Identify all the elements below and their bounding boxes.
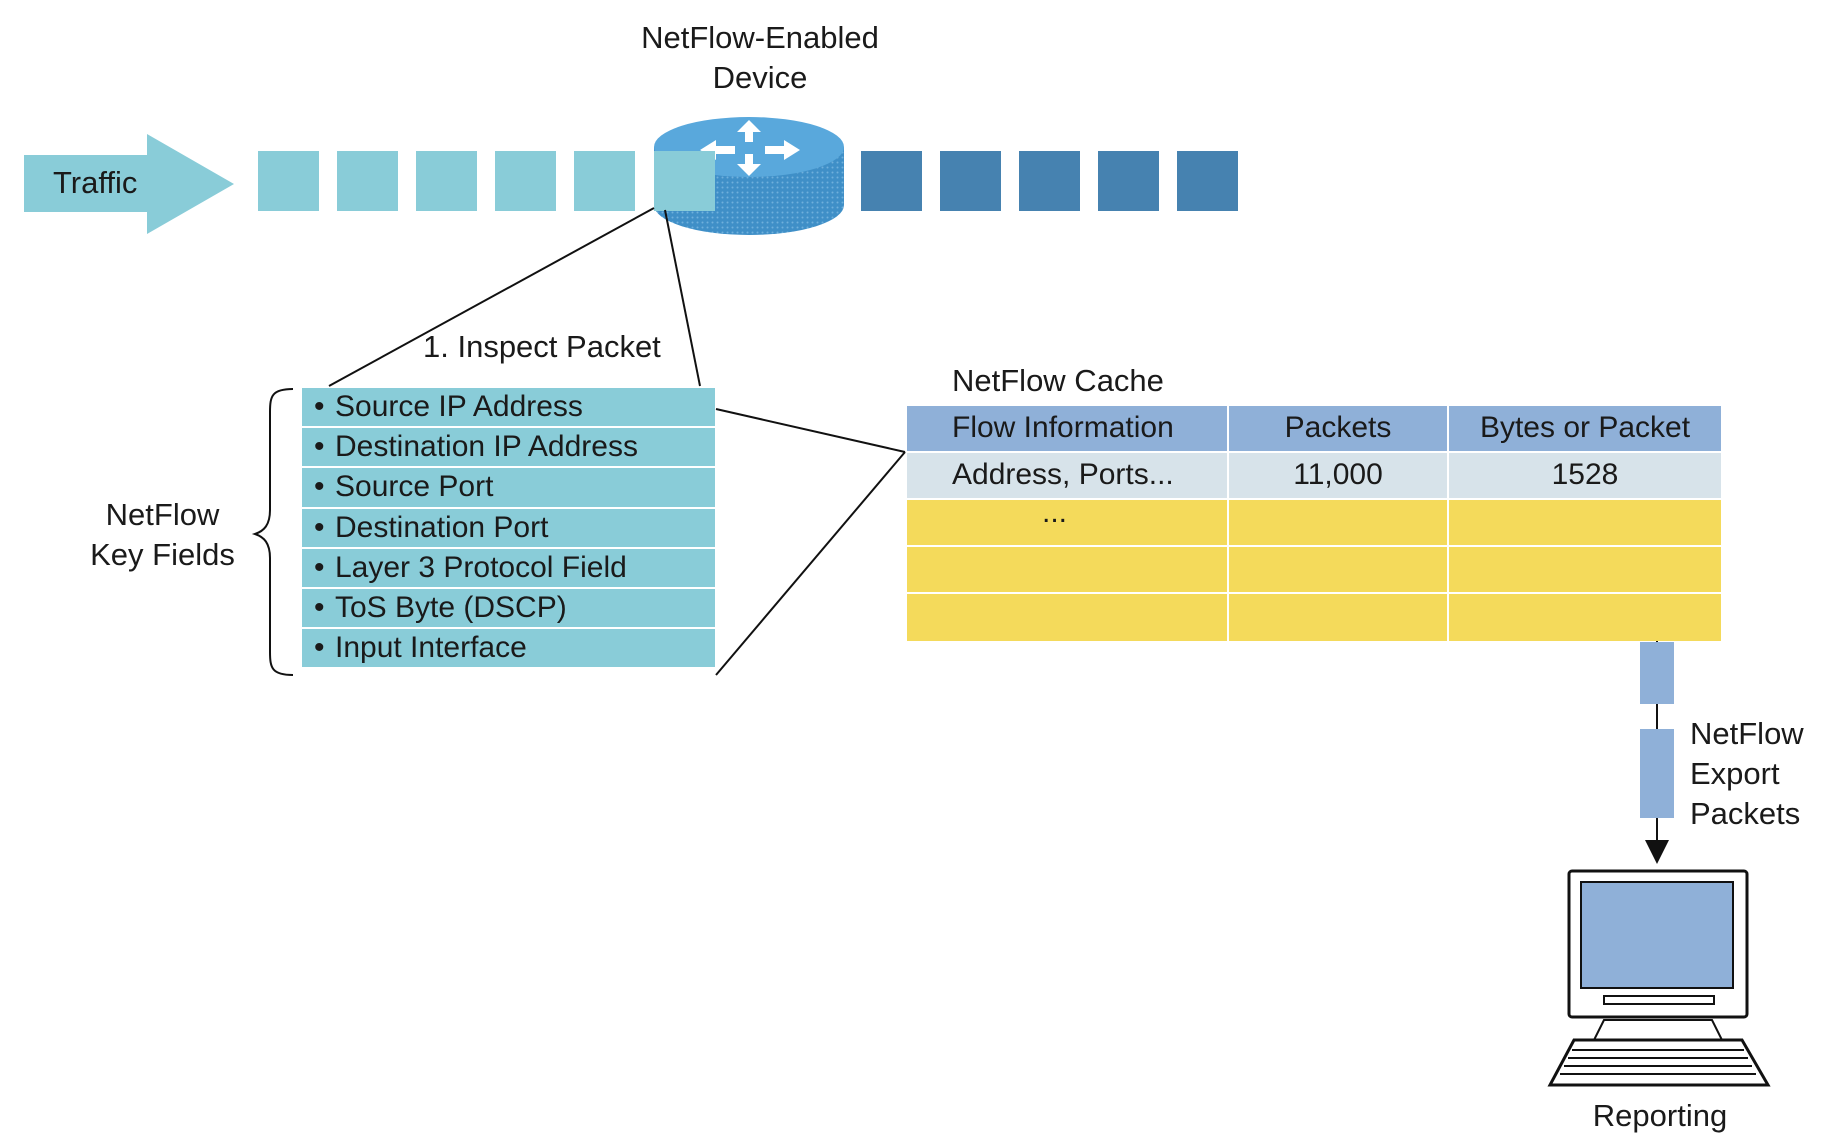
cache-cell	[1449, 594, 1721, 641]
cache-cell	[907, 547, 1229, 594]
incoming-packet	[258, 151, 319, 211]
incoming-packet	[495, 151, 556, 211]
key-field-item: • Destination Port	[302, 508, 715, 547]
bullet: •	[314, 430, 325, 464]
key-field-item: • ToS Byte (DSCP)	[302, 588, 715, 628]
outgoing-packet	[1019, 151, 1080, 211]
incoming-packet	[574, 151, 635, 211]
key-fields-label: NetFlow Key Fields	[80, 495, 245, 575]
key-fields-brace	[251, 388, 294, 676]
bullet: •	[314, 550, 325, 584]
cache-cell	[907, 594, 1229, 641]
cache-empty-row	[907, 594, 1721, 641]
key-fields-label-line1: NetFlow	[105, 497, 220, 532]
key-field-item: • Source IP Address	[302, 388, 715, 427]
traffic-label: Traffic	[53, 165, 138, 200]
cache-ellipsis: ...	[907, 498, 1229, 547]
outgoing-packet	[1177, 151, 1238, 211]
zoom-line	[715, 451, 906, 676]
zoom-line	[328, 207, 655, 387]
cache-cell	[1229, 547, 1449, 594]
inspect-label: 1. Inspect Packet	[423, 329, 661, 364]
inspected-packet	[654, 151, 715, 211]
cache-header-cell: Packets	[1229, 406, 1449, 453]
cache-cell	[1449, 500, 1721, 547]
export-packet	[1640, 729, 1674, 818]
cache-cell	[1449, 547, 1721, 594]
device-label-line1: NetFlow-Enabled	[641, 20, 879, 55]
cache-cell	[1229, 500, 1449, 547]
cache-empty-row: ...	[907, 498, 1721, 547]
computer-icon	[1547, 869, 1771, 1087]
key-field-label: Destination Port	[335, 510, 549, 544]
device-label: NetFlow-Enabled Device	[600, 18, 920, 98]
key-field-item: • Layer 3 Protocol Field	[302, 548, 715, 587]
bullet: •	[314, 510, 325, 544]
reporting-label: Reporting	[1592, 1098, 1728, 1133]
key-field-label: Destination IP Address	[335, 430, 638, 464]
traffic-arrow	[24, 134, 234, 234]
export-label-line2: Export	[1690, 756, 1780, 791]
cache-empty-row	[907, 547, 1721, 594]
cache-cell	[1229, 594, 1449, 641]
key-fields-list: • Source IP Address • Destination IP Addre…	[302, 388, 715, 669]
outgoing-packet	[1098, 151, 1159, 211]
zoom-line	[664, 209, 701, 387]
cache-cell: 1528	[1449, 453, 1721, 500]
key-field-item: • Source Port	[302, 468, 715, 507]
key-field-label: Source IP Address	[335, 390, 583, 423]
export-label-line1: NetFlow	[1690, 716, 1804, 751]
key-field-item: • Input Interface	[302, 629, 715, 668]
device-label-line2: Device	[712, 60, 808, 95]
bullet: •	[314, 390, 325, 423]
cache-title: NetFlow Cache	[952, 363, 1164, 398]
cache-cell: 11,000	[1229, 453, 1449, 500]
incoming-packet	[337, 151, 398, 211]
outgoing-packet	[940, 151, 1001, 211]
key-field-label: Layer 3 Protocol Field	[335, 550, 627, 584]
zoom-line	[715, 408, 906, 453]
key-field-label: Source Port	[335, 470, 494, 504]
cache-cell: Address, Ports...	[907, 453, 1229, 500]
cache-header-row: Flow Information Packets Bytes or Packet	[907, 406, 1721, 453]
netflow-cache-table: Flow Information Packets Bytes or Packet…	[907, 406, 1721, 641]
incoming-packets	[258, 151, 635, 211]
cache-header-cell: Flow Information	[907, 406, 1229, 453]
key-field-label: Input Interface	[335, 631, 527, 665]
export-label: NetFlow Export Packets	[1690, 714, 1804, 834]
export-label-line3: Packets	[1690, 796, 1801, 831]
outgoing-packet	[861, 151, 922, 211]
bullet: •	[314, 470, 325, 504]
incoming-packet	[416, 151, 477, 211]
cache-data-row: Address, Ports... 11,000 1528	[907, 453, 1721, 500]
key-field-label: ToS Byte (DSCP)	[335, 590, 567, 624]
export-packet	[1640, 642, 1674, 704]
key-field-item: • Destination IP Address	[302, 428, 715, 467]
key-fields-label-line2: Key Fields	[90, 537, 235, 572]
bullet: •	[314, 590, 325, 624]
bullet: •	[314, 631, 325, 665]
outgoing-packets	[861, 151, 1238, 211]
cache-header-cell: Bytes or Packet	[1449, 406, 1721, 453]
